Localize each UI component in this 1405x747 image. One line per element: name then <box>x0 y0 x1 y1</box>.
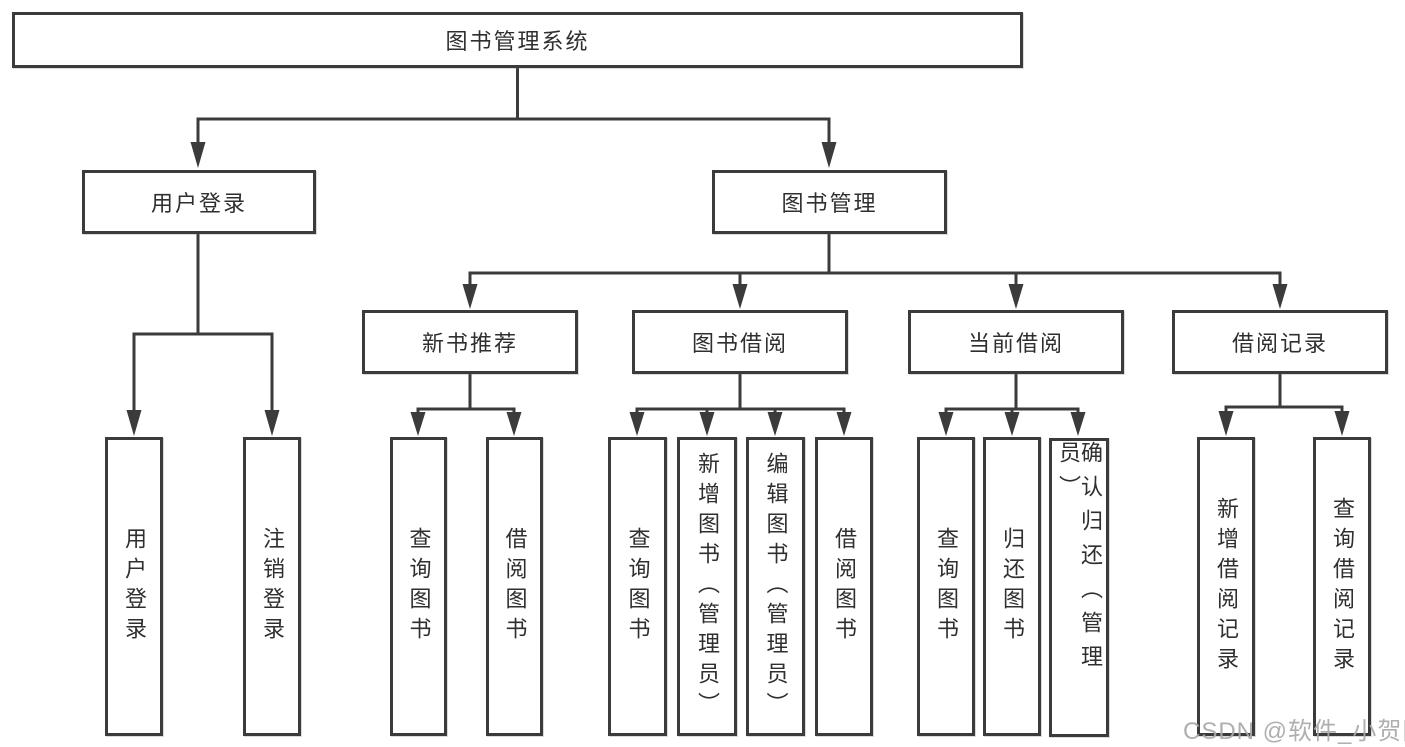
leaf-query-books-recommend: 查询图书 <box>390 437 447 736</box>
leaf-query-books-borrow: 查询图书 <box>608 437 667 736</box>
leaf-edit-book-admin: 编辑图书（管理员） <box>746 437 805 736</box>
node-library-system: 图书管理系统 <box>12 12 1023 68</box>
leaf-borrow-books-recommend: 借阅图书 <box>486 437 543 736</box>
leaf-query-books-current: 查询图书 <box>917 437 975 736</box>
node-book-management: 图书管理 <box>712 170 947 234</box>
node-user-login: 用户登录 <box>82 170 316 234</box>
leaf-user-login: 用户登录 <box>105 437 163 736</box>
leaf-confirm-return-admin: 确认归还（管理员） <box>1049 438 1109 737</box>
node-current-borrow: 当前借阅 <box>908 310 1124 374</box>
csdn-watermark: CSDN @软件_小贺同学 <box>1183 718 1405 745</box>
node-new-book-recommend: 新书推荐 <box>362 310 578 374</box>
node-book-borrow: 图书借阅 <box>632 310 848 374</box>
leaf-add-borrow-record: 新增借阅记录 <box>1197 437 1255 736</box>
node-borrow-records: 借阅记录 <box>1172 310 1388 374</box>
leaf-add-book-admin: 新增图书（管理员） <box>677 437 737 736</box>
leaf-logout: 注销登录 <box>243 437 301 736</box>
leaf-query-borrow-record: 查询借阅记录 <box>1313 437 1371 736</box>
leaf-return-books: 归还图书 <box>983 437 1041 736</box>
leaf-borrow-books: 借阅图书 <box>815 437 873 736</box>
